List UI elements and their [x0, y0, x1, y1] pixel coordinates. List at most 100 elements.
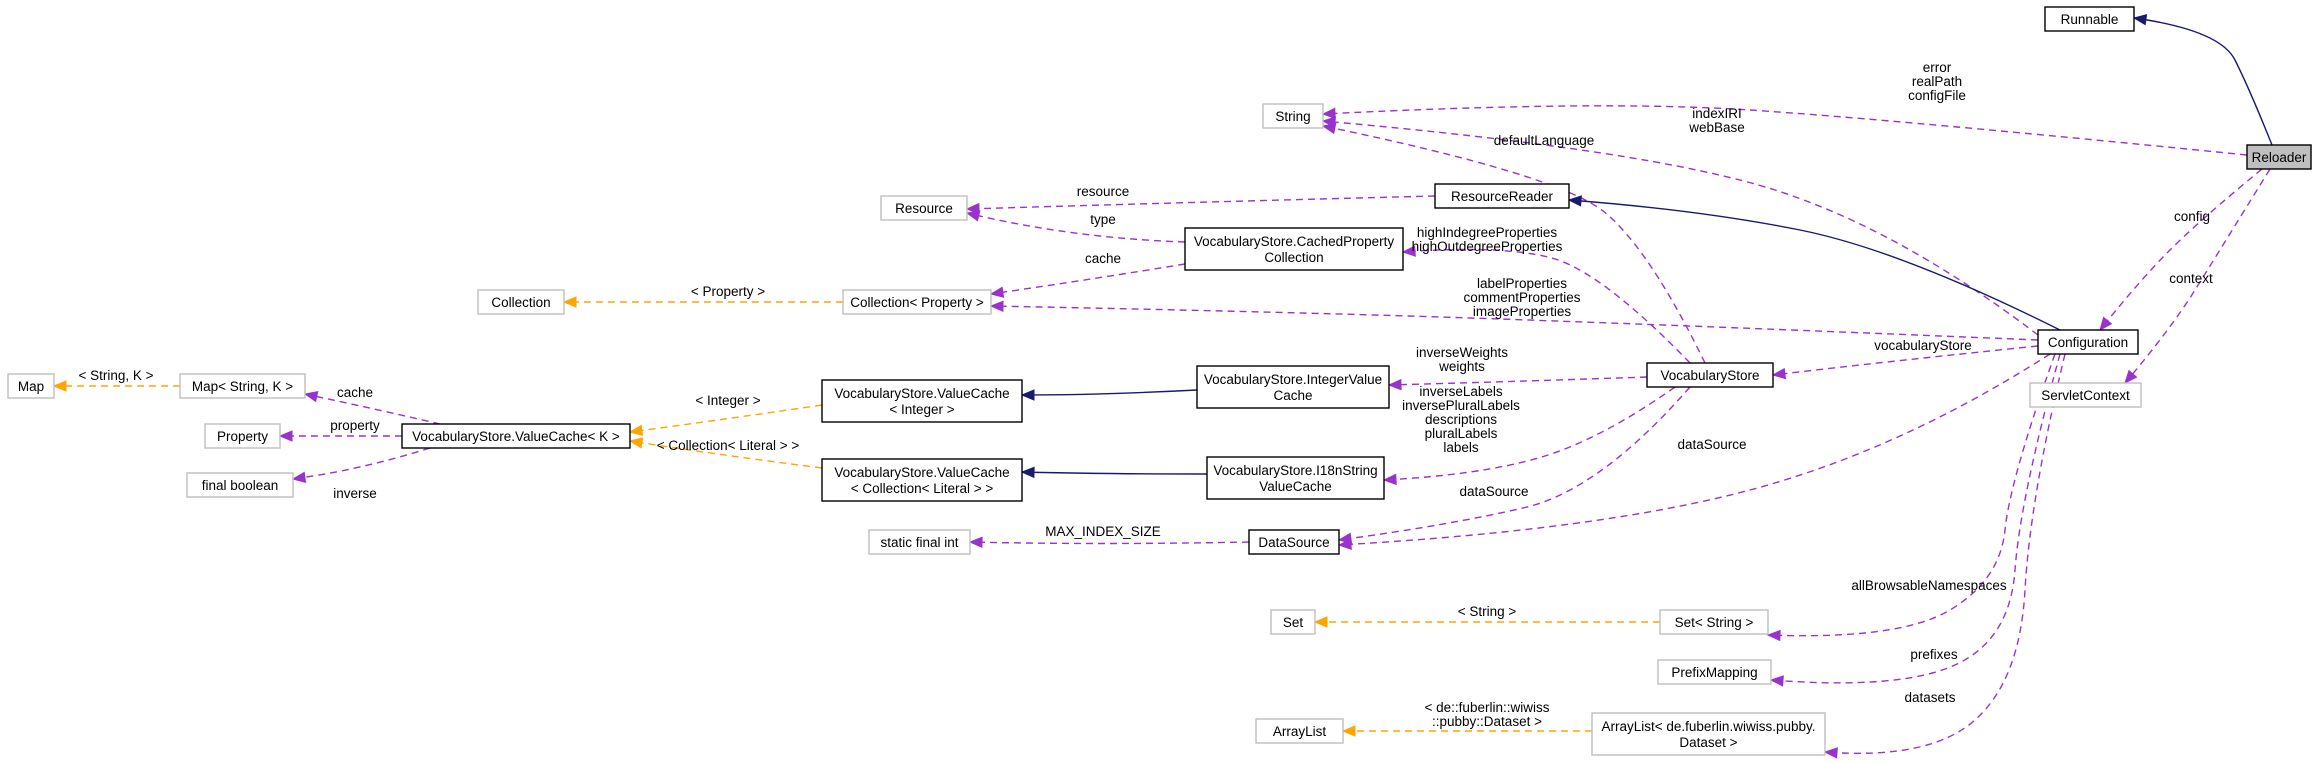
node-label: Map< String, K >: [192, 379, 293, 394]
node-set[interactable]: Set: [1270, 609, 1316, 635]
edge-label: cache: [1085, 251, 1121, 266]
node-label: VocabularyStore.ValueCache: [834, 386, 1009, 401]
arrowhead-icon: [1766, 629, 1781, 642]
node-map[interactable]: Map: [7, 373, 55, 399]
node-label: String: [1275, 109, 1310, 124]
edge-label: config: [2174, 209, 2210, 224]
edge-label: error: [1923, 60, 1952, 75]
edge-vcint-vck: [628, 404, 823, 437]
edge-reloader-string: [1321, 105, 2248, 156]
edge-label: < Integer >: [695, 393, 760, 408]
edge-label: < String, K >: [78, 368, 153, 383]
node-staticfinalint[interactable]: static final int: [868, 529, 971, 555]
edge-line: [1568, 199, 2061, 331]
node-arraylistds[interactable]: ArrayList< de.fuberlin.wiwiss.pubby.Data…: [1591, 712, 1826, 756]
edge-label: highIndegreeProperties: [1417, 225, 1558, 240]
edge-label: property: [330, 418, 380, 433]
arrowhead-icon: [965, 210, 981, 222]
node-label: Set< String >: [1675, 615, 1754, 630]
edge-label: < String >: [1458, 604, 1517, 619]
node-box: [1434, 183, 1570, 209]
node-servletcontext[interactable]: ServletContext: [2029, 382, 2142, 408]
edge-label: MAX_INDEX_SIZE: [1045, 524, 1161, 539]
node-box: [868, 529, 971, 555]
node-label: < Collection< Literal > >: [851, 481, 994, 496]
node-setstring[interactable]: Set< String >: [1659, 609, 1769, 635]
node-box: [1196, 365, 1390, 409]
arrowhead-icon: [1382, 473, 1397, 486]
node-prefixmapping[interactable]: PrefixMapping: [1657, 659, 1772, 685]
node-label: Reloader: [2252, 150, 2307, 165]
edge-line: [292, 447, 431, 480]
edges-layer: [52, 14, 2273, 759]
node-label: ResourceReader: [1451, 189, 1554, 204]
node-resourcereader[interactable]: ResourceReader: [1434, 183, 1570, 209]
node-vcinteger[interactable]: VocabularyStore.ValueCache< Integer >: [821, 379, 1023, 423]
arrowhead-icon: [1401, 245, 1416, 257]
node-valuecachek[interactable]: VocabularyStore.ValueCache< K >: [401, 423, 631, 449]
arrowhead-icon: [2099, 316, 2113, 332]
node-box: [880, 195, 968, 221]
edge-line: [1338, 386, 1691, 541]
node-label: Collection< Property >: [850, 295, 984, 310]
node-configuration[interactable]: Configuration: [2037, 329, 2139, 355]
edge-line: [1021, 471, 1208, 475]
edge-label: dataSource: [1677, 437, 1746, 452]
node-label: Resource: [895, 201, 953, 216]
node-box: [204, 423, 281, 449]
edge-label: labels: [1443, 440, 1479, 455]
arrowhead-icon: [1313, 616, 1328, 628]
arrowhead-icon: [628, 424, 644, 437]
node-datasource[interactable]: DataSource: [1248, 529, 1340, 555]
node-runnable[interactable]: Runnable: [2044, 6, 2135, 32]
node-resource[interactable]: Resource: [880, 195, 968, 221]
edge-config-ds: [1337, 353, 2051, 551]
node-box: [1646, 362, 1774, 388]
node-property[interactable]: Property: [204, 423, 281, 449]
edge-label: inverseLabels: [1419, 384, 1503, 399]
edge-line: [990, 263, 1186, 295]
arrowhead-icon: [1337, 538, 1352, 551]
edge-label: ::pubby::Dataset >: [1432, 714, 1542, 729]
edge-line: [1322, 105, 2248, 156]
edge-line: [1772, 345, 2039, 376]
node-reloader[interactable]: Reloader: [2246, 144, 2312, 170]
node-label: Collection: [491, 295, 550, 310]
edge-setstring-set: [1313, 616, 1660, 628]
edge-ds-staticint: [968, 536, 1250, 549]
edge-label: labelProperties: [1477, 276, 1567, 291]
arrowhead-icon: [562, 296, 577, 308]
node-label: ArrayList: [1273, 724, 1327, 739]
arrowhead-icon: [2124, 369, 2138, 384]
node-label: Set: [1283, 615, 1304, 630]
edge-line: [1402, 248, 1691, 364]
edge-line: [966, 195, 1436, 210]
node-vocabstore[interactable]: VocabularyStore: [1646, 362, 1774, 388]
node-box: [821, 379, 1023, 423]
node-box: [401, 423, 631, 449]
node-string[interactable]: String: [1262, 103, 1324, 129]
edge-config-vocab: [1771, 345, 2039, 380]
edge-label: < Collection< Literal > >: [657, 438, 800, 453]
node-vccoll[interactable]: VocabularyStore.ValueCache< Collection< …: [821, 458, 1023, 502]
node-arraylist[interactable]: ArrayList: [1255, 718, 1344, 744]
node-box: [7, 373, 55, 399]
node-finalbool[interactable]: final boolean: [186, 472, 294, 498]
node-collprop[interactable]: Collection< Property >: [842, 289, 992, 315]
edge-line: [629, 404, 823, 433]
edge-config-collprop: [989, 300, 2039, 341]
node-box: [179, 373, 306, 399]
node-label: ArrayList< de.fuberlin.wiwiss.pubby.: [1602, 719, 1816, 734]
edge-reloader-servlet: [2124, 168, 2271, 384]
node-label: Property: [217, 429, 268, 444]
arrowhead-icon: [968, 536, 983, 549]
arrowhead-icon: [1341, 725, 1356, 737]
edge-config-rr: [1567, 195, 2061, 331]
node-box: [1255, 718, 1344, 744]
node-mapsk[interactable]: Map< String, K >: [179, 373, 306, 399]
node-collection[interactable]: Collection: [477, 289, 565, 315]
edge-label: inverse: [333, 486, 377, 501]
